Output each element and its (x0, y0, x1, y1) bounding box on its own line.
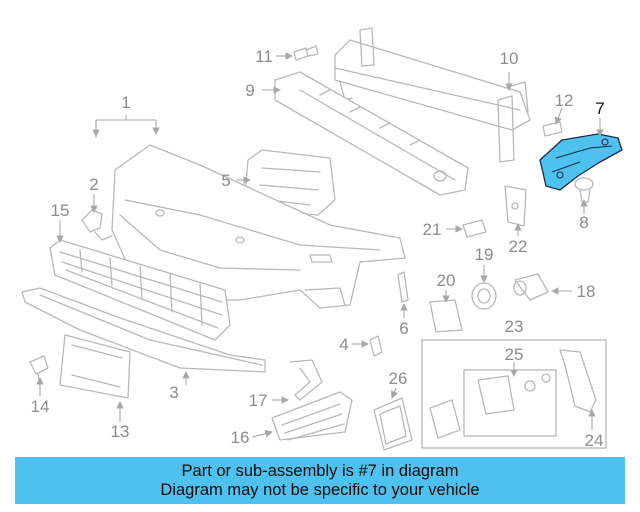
part-18-sensor[interactable] (513, 273, 549, 301)
part-20-sensor-holder[interactable] (429, 299, 463, 333)
callout-11: 11 (255, 47, 273, 66)
callout-24: 24 (585, 431, 604, 450)
callout-26: 26 (389, 369, 408, 388)
banner-line-1: Part or sub-assembly is #7 in diagram (181, 461, 459, 480)
callout-13: 13 (111, 422, 130, 441)
assembly-box-23 (421, 339, 607, 449)
part-4-screw[interactable] (369, 335, 383, 357)
callout-17: 17 (249, 391, 268, 410)
callout-14: 14 (31, 397, 50, 416)
part-3-lower-trim[interactable] (21, 287, 266, 373)
callout-18: 18 (577, 282, 596, 301)
part-9-energy-absorber[interactable] (274, 71, 469, 196)
part-10-reinforcement-bar[interactable] (334, 27, 531, 163)
part-19-grommet[interactable] (471, 282, 497, 310)
callout-21: 21 (423, 220, 442, 239)
callout-20: 20 (437, 271, 456, 290)
callout-10: 10 (500, 49, 519, 68)
part-13-license-bracket[interactable] (59, 334, 131, 399)
callout-19: 19 (475, 245, 494, 264)
info-banner: Part or sub-assembly is #7 in diagram Di… (15, 457, 625, 504)
callout-6: 6 (399, 319, 408, 338)
callout-labels: 1 2 3 4 5 6 7 8 9 10 11 12 13 14 15 16 1… (31, 47, 605, 450)
part-7-mounting-bracket[interactable] (539, 133, 623, 191)
callout-12: 12 (555, 91, 574, 110)
part-21-sensor[interactable] (462, 219, 487, 238)
callout-15: 15 (51, 201, 70, 220)
banner-line-2: Diagram may not be specific to your vehi… (160, 480, 480, 499)
callout-23: 23 (505, 317, 524, 336)
callout-25: 25 (505, 345, 524, 364)
part-8-clip[interactable] (574, 177, 594, 203)
part-11-bolt[interactable] (293, 45, 319, 61)
callout-5: 5 (221, 171, 230, 190)
leader-lines (36, 52, 604, 438)
callout-1: 1 (121, 93, 130, 112)
callout-22: 22 (509, 237, 528, 256)
callout-9: 9 (245, 81, 254, 100)
callout-4: 4 (339, 335, 348, 354)
part-14-clip[interactable] (29, 355, 49, 387)
part-12-bolt[interactable] (542, 121, 563, 137)
callout-3: 3 (169, 383, 178, 402)
callout-2: 2 (89, 175, 98, 194)
callout-8: 8 (579, 213, 588, 232)
part-2-cap[interactable] (81, 209, 113, 241)
part-26-sensor-bracket[interactable] (373, 397, 413, 451)
part-17-bracket[interactable] (289, 359, 323, 401)
callout-16: 16 (231, 428, 250, 447)
part-22-bracket[interactable] (504, 185, 527, 227)
part-6-screw[interactable] (397, 271, 409, 303)
part-16-grille-insert[interactable] (271, 391, 353, 441)
callout-7: 7 (595, 99, 604, 118)
